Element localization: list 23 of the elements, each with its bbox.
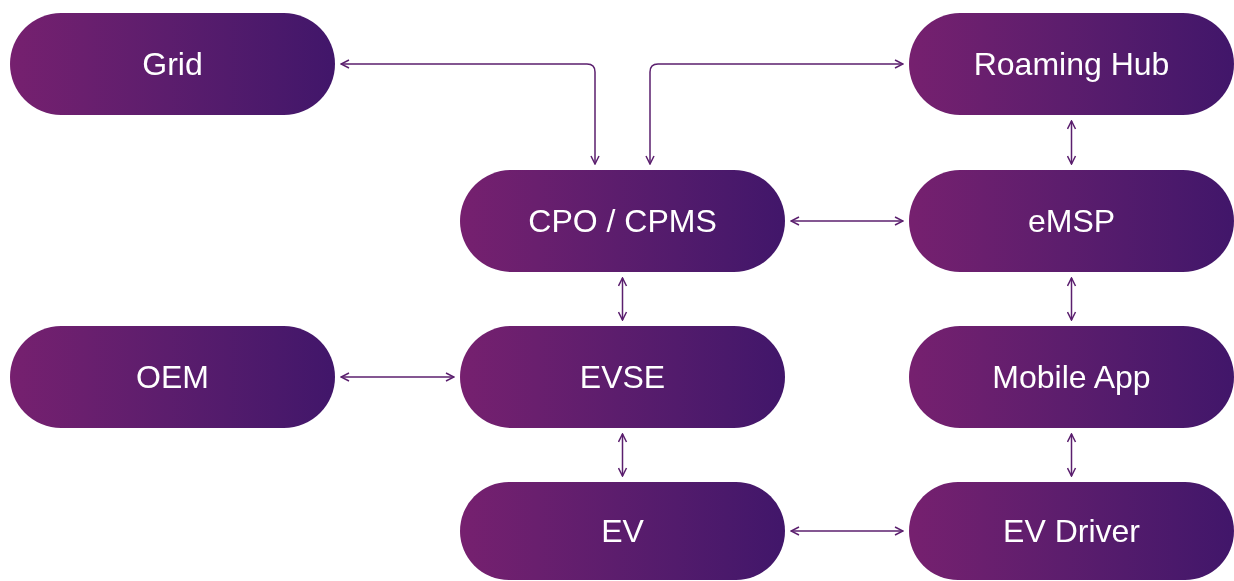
double-arrow	[790, 526, 904, 536]
node-label: EV	[601, 512, 644, 551]
rounded-box	[909, 326, 1234, 428]
rounded-box	[909, 13, 1234, 115]
double-arrow	[617, 433, 628, 477]
double-arrow	[340, 59, 600, 165]
double-arrow	[1066, 120, 1077, 165]
double-arrow	[645, 59, 904, 165]
node-label: EVSE	[579, 358, 666, 397]
double-arrow	[617, 277, 628, 321]
node-label: OEM	[136, 358, 209, 397]
node-label: Grid	[142, 45, 203, 84]
node-label: CPO / CPMS	[528, 202, 717, 241]
node-label: Roaming Hub	[973, 45, 1170, 84]
node-label: Mobile App	[992, 358, 1151, 397]
double-arrow	[340, 372, 455, 382]
node-label: EV Driver	[1003, 512, 1140, 551]
rounded-box	[909, 170, 1234, 272]
double-arrow	[1066, 277, 1077, 321]
double-arrow	[1066, 433, 1077, 477]
node-label: eMSP	[1027, 202, 1116, 241]
double-arrow	[790, 216, 904, 226]
rounded-box	[909, 482, 1234, 580]
